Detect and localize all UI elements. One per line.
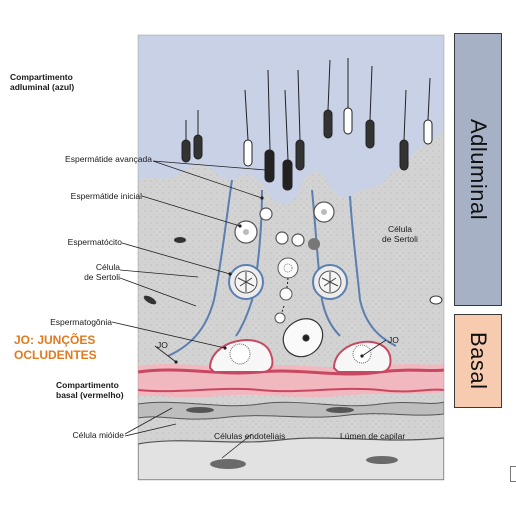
label-spermatocyte: Espermatócito: [67, 237, 122, 247]
basal-lamina-red-line: [138, 368, 444, 376]
dividing-cell: [277, 257, 299, 279]
corner-bracket: [510, 466, 516, 482]
adluminal-box-label: Adluminal: [466, 118, 491, 221]
label-spermatogonium: Espermatogônia: [50, 317, 112, 327]
lumen-region: [138, 35, 444, 204]
late-spermatids: [181, 58, 433, 191]
dark-spermatid: [308, 238, 320, 250]
adluminal-box: Adluminal: [454, 33, 502, 306]
label-jo-right: JO: [388, 335, 399, 345]
leader-lines: [111, 160, 387, 459]
label-myoid-cell: Célula mióide: [72, 430, 125, 440]
basal-box-label: Basal: [466, 332, 491, 390]
label-adluminal-compartment: Compartimento adluminal (azul): [10, 72, 75, 92]
endothelial-nucleus: [210, 459, 246, 469]
label-basal-compartment: Compartimento basal (vermelho): [56, 380, 124, 400]
spermatocytes: [228, 264, 348, 300]
label-late-spermatid: Espermátide avançada: [65, 154, 152, 164]
annotation-tight-junctions: JO: JUNÇÕES OCLUDENTES: [14, 333, 97, 362]
capillary-wall: [138, 437, 444, 480]
label-endothelial-cells: Células endoteliais: [214, 431, 286, 441]
sertoli-nuclei: [282, 318, 324, 358]
sertoli-membrane-left: [167, 179, 233, 357]
basal-box: Basal: [454, 314, 502, 408]
label-early-spermatid: Espermátide inicial: [70, 191, 142, 201]
basal-lamina-red-line-2: [138, 387, 444, 393]
myoid-layer: [138, 401, 444, 420]
label-sertoli-cell-left: Célula de Sertoli: [84, 262, 120, 282]
label-sertoli-cell-right: Célula de Sertoli: [382, 224, 418, 244]
label-jo-left: JO: [157, 340, 168, 350]
label-capillary-lumen: Lúmen de capilar: [340, 431, 406, 441]
sertoli-membrane-right: [349, 195, 397, 347]
